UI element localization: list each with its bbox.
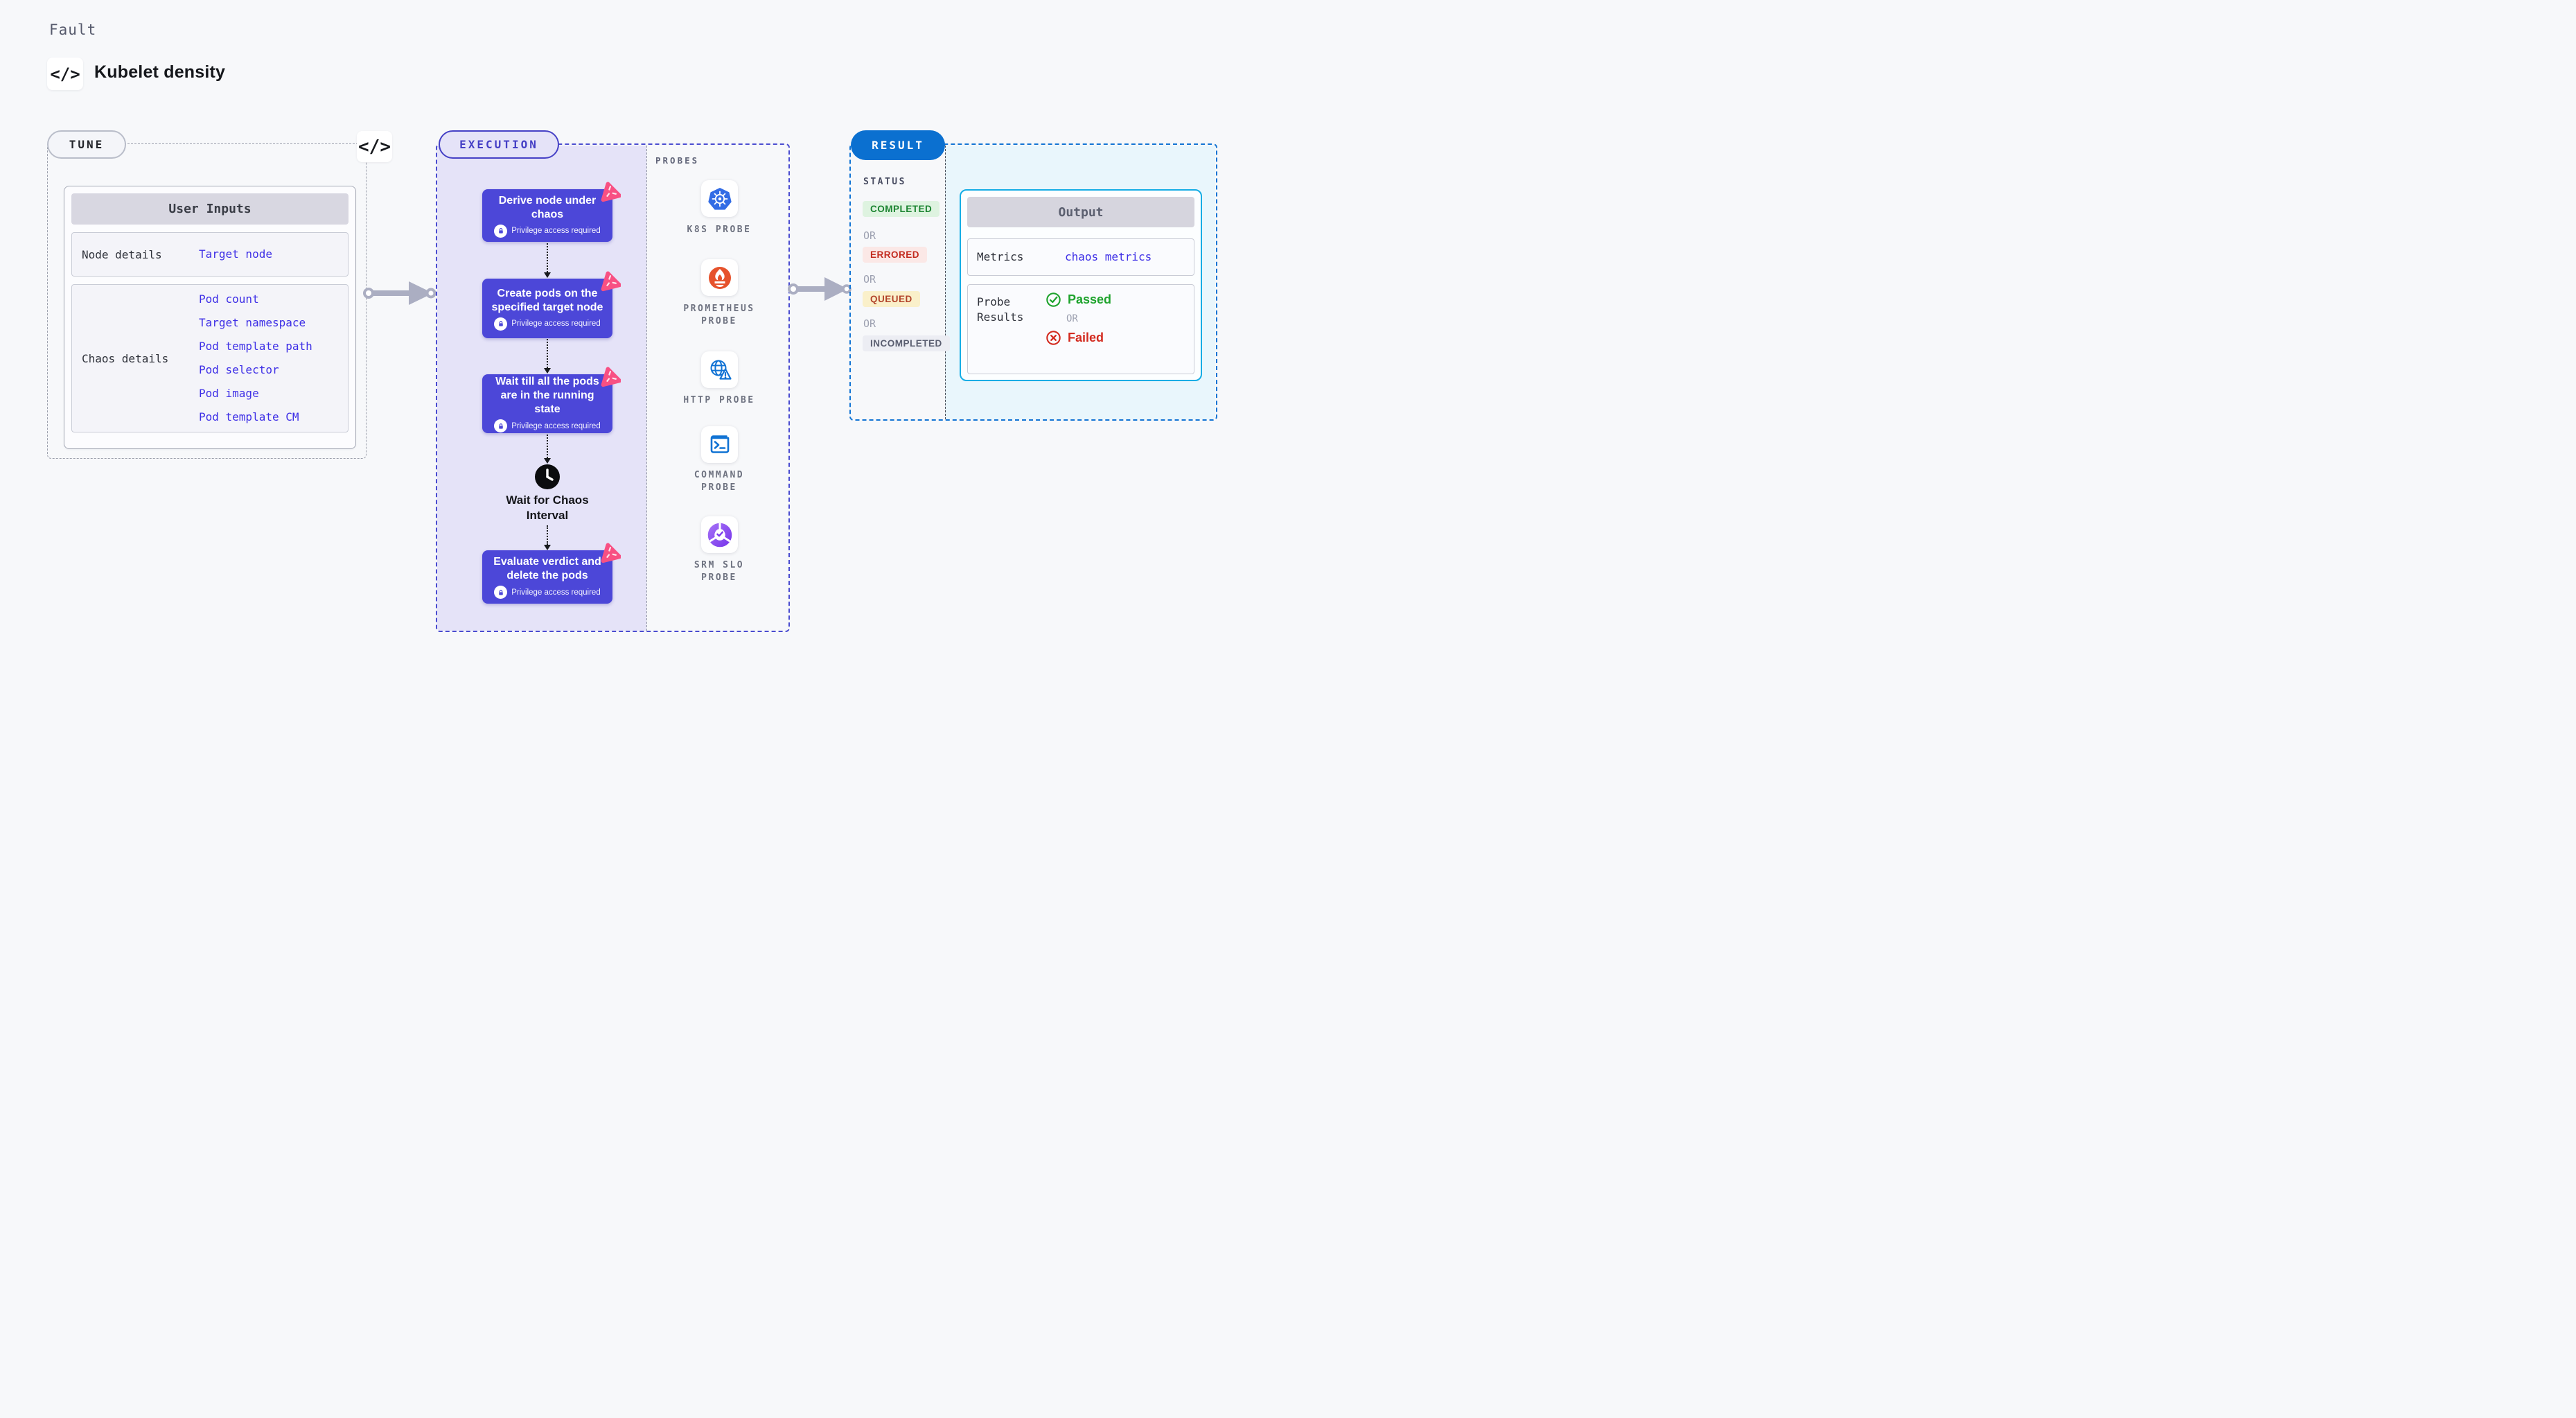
probe-results-row: Probe Results Passed OR Faile — [967, 284, 1194, 374]
fault-code-icon-tile: </> — [47, 58, 83, 90]
input-link-target-node[interactable]: Target node — [199, 247, 272, 261]
probe-label: PROMETHEUS PROBE — [683, 304, 755, 326]
metrics-row: Metrics chaos metrics — [967, 238, 1194, 276]
http-globe-warning-icon — [701, 351, 738, 388]
step-title: Wait till all the pods are in the runnin… — [495, 376, 599, 415]
chaos-metrics-link[interactable]: chaos metrics — [1065, 250, 1152, 263]
row-label: Chaos details — [82, 351, 169, 365]
failed-label: Failed — [1068, 331, 1104, 344]
code-icon: </> — [50, 64, 80, 84]
privilege-note: Privilege access required — [511, 320, 601, 328]
lock-icon — [494, 317, 508, 331]
probe-results-label: Probe Results — [977, 295, 1024, 324]
probes-heading: PROBES — [655, 155, 700, 166]
kubernetes-icon — [701, 180, 738, 217]
flow-connector — [544, 435, 551, 464]
tune-pill: TUNE — [47, 130, 126, 159]
execution-step-1: Derive node under chaos Privilege access… — [482, 182, 621, 242]
status-badge-queued: QUEUED — [863, 291, 920, 307]
table-row: Chaos details Pod count Target namespace… — [71, 284, 349, 432]
status-heading: STATUS — [863, 177, 906, 187]
step-title: Derive node under chaos — [498, 194, 597, 220]
wait-for-chaos-interval-label: Wait for Chaos Interval — [506, 493, 589, 522]
passed-label: Passed — [1068, 292, 1112, 306]
lock-icon — [494, 419, 508, 432]
execution-step-4: Evaluate verdict and delete the pods Pri… — [482, 543, 621, 604]
input-link-pod-template-path[interactable]: Pod template path — [199, 340, 312, 353]
tune-code-icon-tile: </> — [357, 131, 392, 162]
check-circle-icon — [1046, 292, 1061, 307]
fault-eyebrow: Fault — [49, 21, 97, 38]
status-badge-completed: COMPLETED — [863, 201, 940, 217]
execution-step-2: Create pods on the specified target node… — [482, 271, 621, 338]
probe-label: COMMAND PROBE — [694, 470, 745, 493]
lock-icon — [494, 224, 508, 238]
result-divider — [945, 145, 946, 419]
fault-diagram-page: Fault </> Kubelet density TUNE </> User … — [0, 0, 1288, 709]
user-inputs-card: User Inputs Node details Target node Cha… — [64, 186, 356, 449]
input-link-pod-image[interactable]: Pod image — [199, 387, 259, 400]
input-link-pod-template-cm[interactable]: Pod template CM — [199, 410, 299, 423]
result-pill: RESULT — [851, 130, 945, 160]
probes-divider — [646, 145, 647, 631]
execution-step-3: Wait till all the pods are in the runnin… — [482, 367, 621, 433]
step-title: Evaluate verdict and delete the pods — [493, 556, 601, 581]
input-link-pod-selector[interactable]: Pod selector — [199, 363, 279, 376]
arrow-tune-to-execution — [363, 281, 436, 305]
litmus-chaos-icon — [601, 182, 621, 202]
input-link-pod-count[interactable]: Pod count — [199, 292, 259, 306]
metrics-label: Metrics — [977, 250, 1024, 263]
output-card: Output Metrics chaos metrics Probe Resul… — [960, 189, 1202, 381]
flow-connector — [544, 243, 551, 278]
output-title: Output — [967, 197, 1194, 227]
execution-pill: EXECUTION — [439, 130, 559, 159]
or-separator: OR — [863, 273, 876, 286]
probe-label: K8S PROBE — [687, 225, 752, 235]
user-inputs-title: User Inputs — [71, 193, 349, 225]
table-row: Node details Target node — [71, 232, 349, 277]
probe-label: HTTP PROBE — [683, 395, 755, 405]
litmus-chaos-icon — [601, 367, 621, 387]
lock-icon — [494, 586, 508, 599]
flow-connector — [544, 339, 551, 374]
input-link-target-namespace[interactable]: Target namespace — [199, 316, 306, 329]
privilege-note: Privilege access required — [511, 588, 601, 597]
flow-connector — [544, 525, 551, 550]
clock-icon — [534, 464, 561, 490]
or-separator: OR — [863, 317, 876, 330]
litmus-chaos-icon — [601, 271, 621, 292]
code-icon: </> — [358, 136, 391, 157]
or-separator: OR — [863, 229, 876, 242]
status-badge-errored: ERRORED — [863, 247, 928, 263]
execution-section-box — [436, 143, 790, 632]
tune-section-box — [47, 143, 367, 459]
result-section-box — [849, 143, 1217, 421]
x-circle-icon — [1046, 331, 1061, 345]
privilege-note: Privilege access required — [511, 227, 601, 235]
prometheus-icon — [701, 259, 738, 296]
step-title: Create pods on the specified target node — [491, 287, 603, 313]
arrow-execution-to-result — [788, 277, 852, 301]
slo-donut-check-icon — [701, 516, 738, 553]
or-separator: OR — [1066, 313, 1078, 324]
probe-label: SRM SLO PROBE — [694, 560, 745, 583]
status-badge-incompleted: INCOMPLETED — [863, 335, 950, 351]
page-title: Kubelet density — [94, 62, 226, 82]
privilege-note: Privilege access required — [511, 421, 601, 430]
terminal-icon — [701, 426, 738, 463]
litmus-chaos-icon — [601, 543, 621, 563]
row-label: Node details — [82, 247, 162, 261]
